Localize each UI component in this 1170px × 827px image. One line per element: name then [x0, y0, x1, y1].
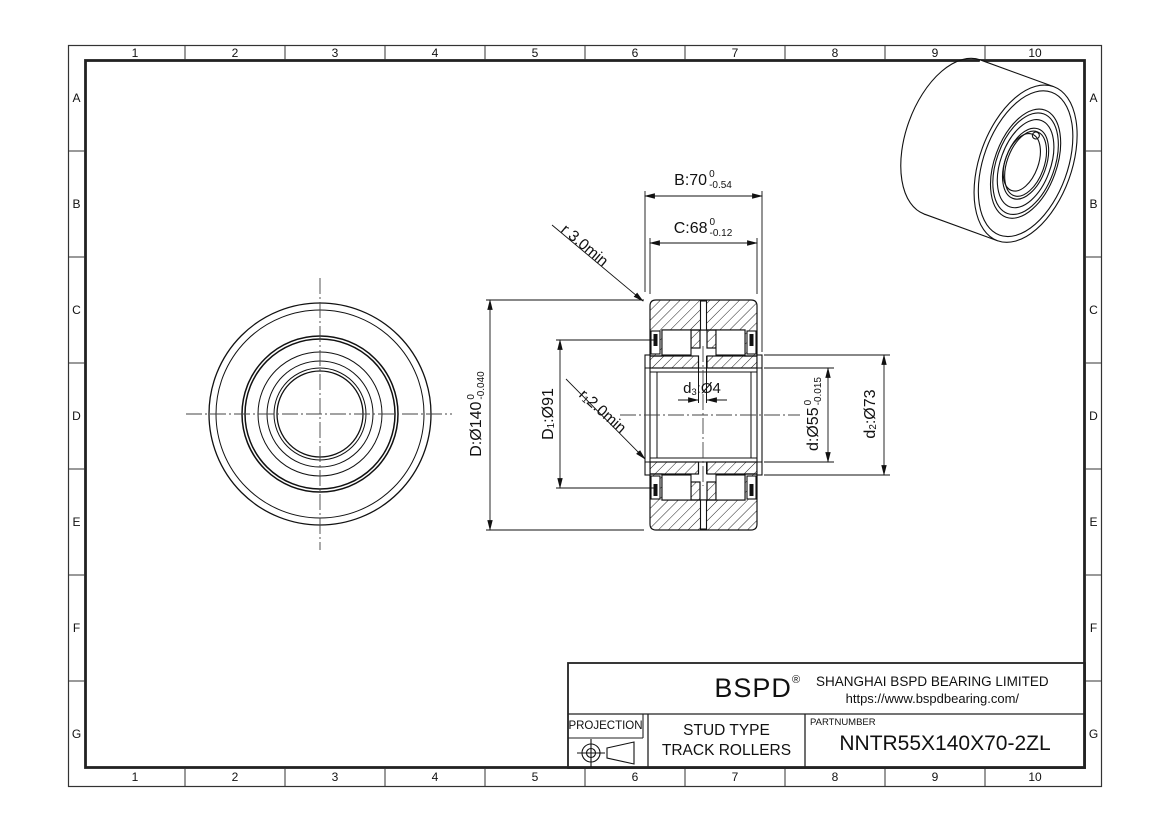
row-label-right: C	[1089, 303, 1098, 317]
seal-marks	[653, 334, 754, 496]
col-label-top: 1	[131, 46, 139, 60]
projection-symbol-icon	[577, 739, 635, 767]
col-label-bottom: 9	[931, 770, 939, 784]
company-website: https://www.bspdbearing.com/	[845, 690, 1020, 706]
col-label-top: 9	[931, 46, 939, 60]
col-label-top: 8	[831, 46, 839, 60]
title-block-header: BSPD® SHANGHAI BSPD BEARING LIMITED http…	[568, 663, 1085, 714]
col-label-top: 6	[631, 46, 639, 60]
col-label-bottom: 8	[831, 770, 839, 784]
isometric-view	[900, 57, 1078, 243]
product-type-line2: TRACK ROLLERS	[661, 742, 792, 759]
projection-label: PROJECTION	[568, 720, 643, 732]
dim-D: D:Ø140 0-0.040	[465, 371, 488, 457]
row-label-left: B	[72, 197, 81, 211]
brand-logo: BSPD®	[714, 673, 801, 703]
dimension-lines	[486, 191, 890, 531]
front-view	[186, 278, 452, 550]
col-label-bottom: 10	[1028, 770, 1042, 784]
col-label-top: 7	[731, 46, 739, 60]
col-label-bottom: 5	[531, 770, 539, 784]
row-label-left: E	[72, 515, 81, 529]
title-block-frame	[567, 662, 1086, 769]
row-label-left: G	[71, 727, 82, 741]
row-label-left: D	[72, 409, 81, 423]
dim-C: C:68 0-0.12	[673, 217, 733, 239]
partnumber-label: PARTNUMBER	[810, 717, 876, 728]
col-label-top: 2	[231, 46, 239, 60]
col-label-top: 10	[1028, 46, 1042, 60]
company-info: SHANGHAI BSPD BEARING LIMITED https://ww…	[816, 672, 1049, 706]
col-label-top: 3	[331, 46, 339, 60]
row-label-right: D	[1089, 409, 1098, 423]
product-type-line1: STUD TYPE	[683, 722, 770, 739]
col-label-top: 4	[431, 46, 439, 60]
product-type: STUD TYPE TRACK ROLLERS	[648, 714, 805, 768]
dim-B: B:70 0-0.54	[674, 169, 732, 191]
col-label-top: 5	[531, 46, 539, 60]
row-label-left: A	[72, 91, 81, 105]
row-label-right: A	[1089, 91, 1098, 105]
col-label-bottom: 6	[631, 770, 639, 784]
row-label-right: E	[1089, 515, 1098, 529]
row-label-left: C	[72, 303, 81, 317]
row-label-left: F	[72, 621, 81, 635]
section-view	[620, 299, 800, 531]
col-label-bottom: 3	[331, 770, 339, 784]
col-label-bottom: 2	[231, 770, 239, 784]
col-label-bottom: 7	[731, 770, 739, 784]
company-name: SHANGHAI BSPD BEARING LIMITED	[816, 673, 1049, 689]
col-label-bottom: 4	[431, 770, 439, 784]
row-label-right: B	[1089, 197, 1098, 211]
dim-d: d:Ø55 0-0.015	[802, 377, 825, 451]
col-label-bottom: 1	[131, 770, 139, 784]
row-label-right: F	[1089, 621, 1098, 635]
partnumber-value: NNTR55X140X70-2ZL	[839, 732, 1051, 755]
row-label-right: G	[1088, 727, 1099, 741]
